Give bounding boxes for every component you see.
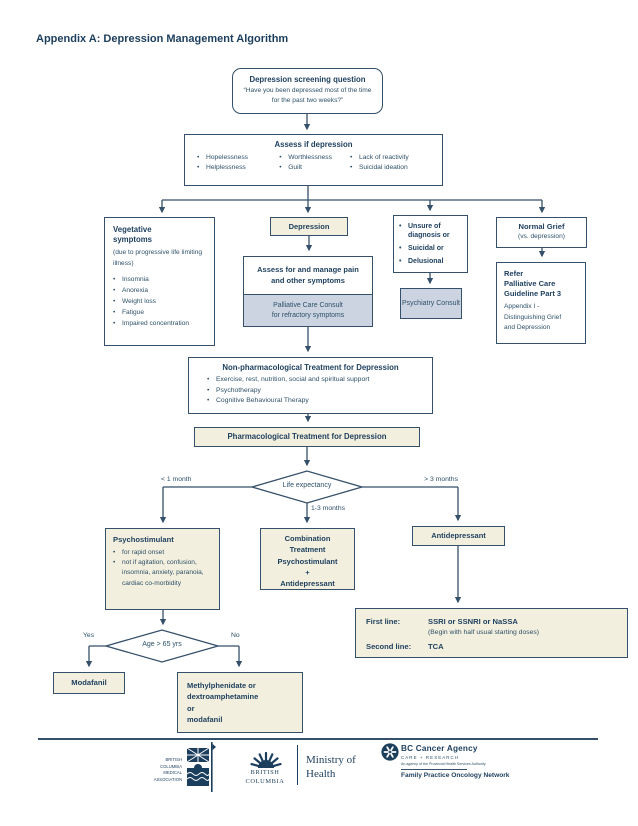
footer-separator (297, 745, 299, 785)
bullet-item: Psychotherapy (207, 386, 424, 397)
bc-cancer-agency-logo (381, 743, 399, 761)
refer-title: Refer Palliative Care Guideline Part 3 (504, 269, 562, 298)
bcma-wordmark: BRITISH COLUMBIA MEDICAL ASSOCIATION (153, 757, 182, 783)
bullet-item: Guilt (279, 163, 350, 173)
label-no: No (231, 632, 240, 639)
screening-title: Depression screening question (249, 75, 366, 84)
first-line-label: First line: (366, 617, 401, 626)
label-lt-1-month: < 1 month (161, 476, 192, 483)
node-normal-grief: Normal Grief (vs. depression) (496, 217, 587, 248)
bullet-item: Delusional (399, 257, 464, 266)
bullet-item: Lack of reactivity (350, 153, 436, 163)
bullet-item: Anorexia (113, 285, 208, 296)
bullet-item: Fatigue (113, 307, 208, 318)
node-unsure-diagnosis: Unsure of diagnosis or Suicidal or Delus… (393, 215, 468, 273)
assess-manage-title: Assess for and manage pain and other sym… (257, 265, 359, 285)
bc-government-logo (250, 751, 282, 768)
bullet-item: Impaired concentration (113, 318, 208, 329)
bullet-item: Cognitive Behavioural Therapy (207, 396, 424, 407)
bullet-item: not if agitation, confusion, insomnia, a… (113, 558, 215, 589)
node-vegetative-symptoms: Vegetative symptoms (due to progressive … (104, 217, 215, 346)
footer-divider (38, 738, 598, 740)
vegetative-subtitle: (due to progressive life limiting illnes… (113, 249, 203, 267)
node-assess-and-manage: Assess for and manage pain and other sym… (243, 256, 373, 327)
nonpharm-title: Non-pharmacological Treatment for Depres… (222, 363, 399, 372)
bullet-item: Suicidal or (399, 244, 464, 253)
node-psychiatry-consult: Psychiatry Consult (400, 288, 462, 319)
normal-grief-title: Normal Grief (518, 222, 565, 231)
bc-wordmark: BRITISH COLUMBIA (245, 769, 285, 785)
bullet-item: Unsure of diagnosis or (399, 222, 464, 240)
node-psychostimulant: Psychostimulant for rapid onset not if a… (105, 528, 220, 610)
label-gt-3-months: > 3 months (424, 476, 458, 483)
label-1-3-months: 1-3 months (311, 505, 346, 512)
bullet-item: Insomnia (113, 274, 208, 285)
bullet-item: Exercise, rest, nutrition, social and sp… (207, 375, 424, 386)
bullet-item: Weight loss (113, 296, 208, 307)
first-line-value: SSRI or SSNRI or NaSSA (428, 617, 518, 626)
node-refer-palliative-guideline: Refer Palliative Care Guideline Part 3 A… (496, 262, 586, 344)
first-line-note: (Begin with half usual starting doses) (428, 629, 540, 636)
node-antidepressant: Antidepressant (412, 526, 505, 546)
label-age: Age > 65 yrs (142, 641, 182, 648)
assess-title: Assess if depression (274, 140, 353, 149)
node-assess-if-depression: Assess if depression Hopelessness Helple… (184, 134, 443, 186)
node-depression: Depression (270, 217, 348, 236)
label-yes: Yes (83, 632, 95, 639)
node-first-line-options: First line: SSRI or SSNRI or NaSSA (Begi… (355, 608, 628, 658)
vegetative-title: Vegetative symptoms (113, 225, 152, 244)
cancer-agency-subtitle: CARE + RESEARCH (401, 755, 460, 760)
bcma-logo (186, 742, 216, 792)
second-line-value: TCA (428, 642, 444, 652)
normal-grief-subtitle: (vs. depression) (518, 233, 565, 240)
page-title: Appendix A: Depression Management Algori… (36, 33, 289, 45)
bullet-item: Helplessness (197, 163, 279, 173)
bullet-item: Worthlessness (279, 153, 350, 163)
label-life-expectancy: Life expectancy (282, 482, 332, 489)
psychostimulant-title: Psychostimulant (113, 535, 174, 544)
node-methylphenidate: Methylphenidate or dextroamphetamine or … (177, 672, 303, 733)
oncology-network-title: Family Practice Oncology Network (401, 772, 510, 779)
refer-subtitle: Appendix I - Distinguishing Grief and De… (504, 303, 562, 332)
node-nonpharmacological-treatment: Non-pharmacological Treatment for Depres… (188, 357, 433, 414)
node-depression-screening: Depression screening question “Have you … (232, 68, 383, 114)
cancer-agency-line: An agency of the Provincial Health Servi… (401, 762, 486, 766)
bullet-item: Suicidal ideation (350, 163, 436, 173)
ministry-of-health: Ministry of Health (306, 754, 356, 781)
palliative-care-consult: Palliative Care Consult for refractory s… (244, 294, 372, 326)
network-divider (401, 769, 467, 770)
node-combination-treatment: Combination Treatment Psychostimulant + … (260, 528, 355, 590)
bullet-item: for rapid onset (113, 548, 215, 558)
node-modafanil: Modafanil (53, 672, 125, 694)
node-pharmacological-treatment: Pharmacological Treatment for Depression (194, 427, 420, 447)
cancer-agency-title: BC Cancer Agency (401, 744, 478, 753)
bullet-item: Hopelessness (197, 153, 279, 163)
second-line-label: Second line: (366, 642, 412, 652)
screening-question: “Have you been depressed most of the tim… (243, 87, 372, 104)
